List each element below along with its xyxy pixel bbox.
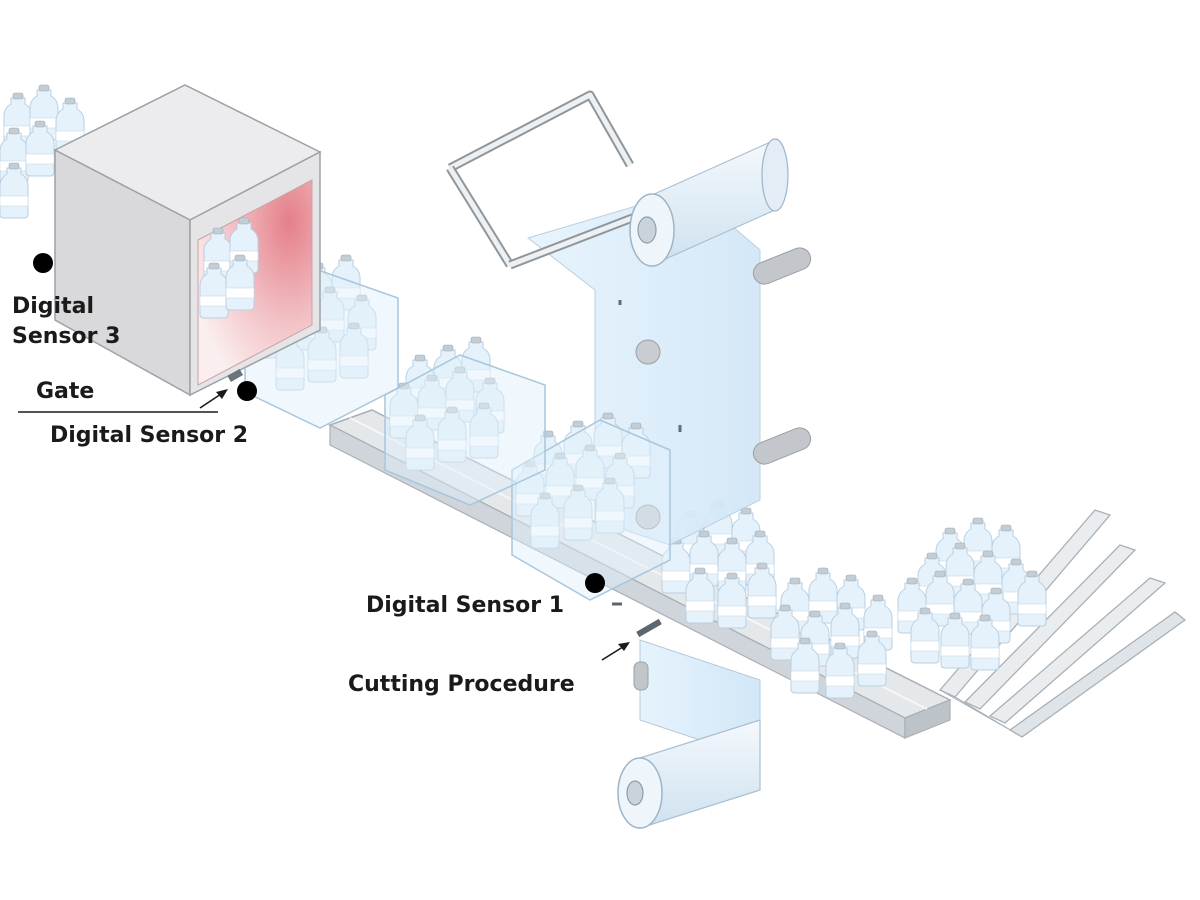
sensor-1-dot	[585, 573, 605, 593]
sensor-2-dot	[237, 381, 257, 401]
lower-film-roll	[617, 639, 761, 829]
cutting-procedure-label: Cutting Procedure	[348, 672, 575, 697]
annotation-lines	[18, 389, 630, 661]
idler-rollers	[635, 247, 812, 530]
film-frame	[446, 90, 642, 270]
gate-label: Gate	[36, 379, 95, 404]
gate-marker	[227, 368, 244, 382]
sensor-3-dot	[33, 253, 53, 273]
wrapped-bundle-3	[511, 412, 671, 601]
digital-sensor-3-label: Digital Sensor 3	[12, 292, 120, 351]
cutting-blade	[612, 602, 662, 638]
shrink-oven	[53, 84, 322, 397]
wrapped-bundle-2	[384, 336, 546, 506]
digital-sensor-3-label-line1: Digital	[12, 294, 94, 319]
digital-sensor-2-label: Digital Sensor 2	[50, 423, 249, 448]
digital-sensor-3-label-line2: Sensor 3	[12, 323, 121, 349]
top-film-roll	[629, 138, 789, 267]
digital-sensor-1-label: Digital Sensor 1	[366, 593, 565, 618]
